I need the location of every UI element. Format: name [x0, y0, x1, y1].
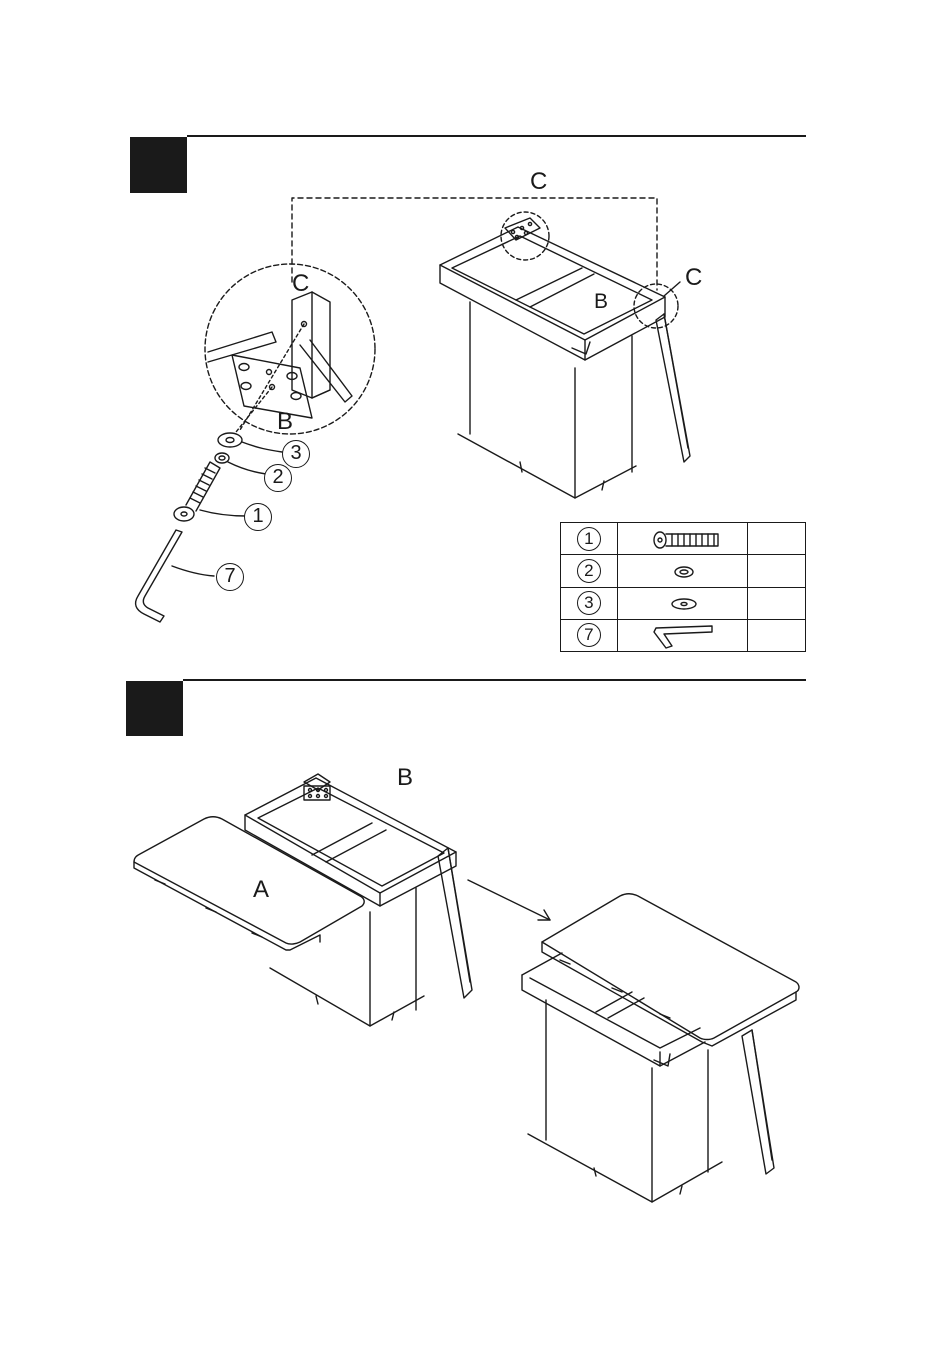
flat-washer-icon — [617, 587, 747, 619]
callout-part-7: 7 — [216, 563, 244, 591]
part-number: 2 — [577, 559, 601, 583]
top-label-a: A — [253, 878, 269, 902]
cabinet-step-2-right — [522, 894, 799, 1202]
part-qty — [747, 619, 805, 651]
allen-key — [136, 530, 214, 622]
parts-table: 1 2 3 7 — [560, 522, 806, 652]
lock-washer-icon — [617, 555, 747, 587]
corner-label-c-right: C — [685, 266, 702, 290]
bolt-icon — [617, 523, 747, 555]
bolt — [174, 462, 246, 521]
flat-washer — [218, 433, 282, 452]
part-number: 1 — [577, 527, 601, 551]
detail-label-c: C — [292, 272, 309, 296]
allen-key-icon — [617, 619, 747, 651]
part-number: 3 — [577, 591, 601, 615]
part-qty — [747, 523, 805, 555]
frame-label-b-step2: B — [397, 766, 413, 790]
cabinet-step-2-left — [134, 774, 472, 1026]
assembly-arrow — [468, 880, 550, 920]
parts-row: 3 — [561, 587, 806, 619]
lock-washer — [215, 453, 266, 474]
parts-row: 7 — [561, 619, 806, 651]
callout-part-2: 2 — [264, 464, 292, 492]
frame-label-b: B — [594, 290, 608, 314]
corner-label-c-top: C — [530, 170, 547, 194]
detail-label-b: B — [277, 410, 293, 434]
part-qty — [747, 587, 805, 619]
part-number: 7 — [577, 623, 601, 647]
parts-row: 1 — [561, 523, 806, 555]
cabinet-step-1 — [440, 212, 690, 498]
part-qty — [747, 555, 805, 587]
callout-part-3: 3 — [282, 440, 310, 468]
callout-part-1: 1 — [244, 503, 272, 531]
parts-row: 2 — [561, 555, 806, 587]
